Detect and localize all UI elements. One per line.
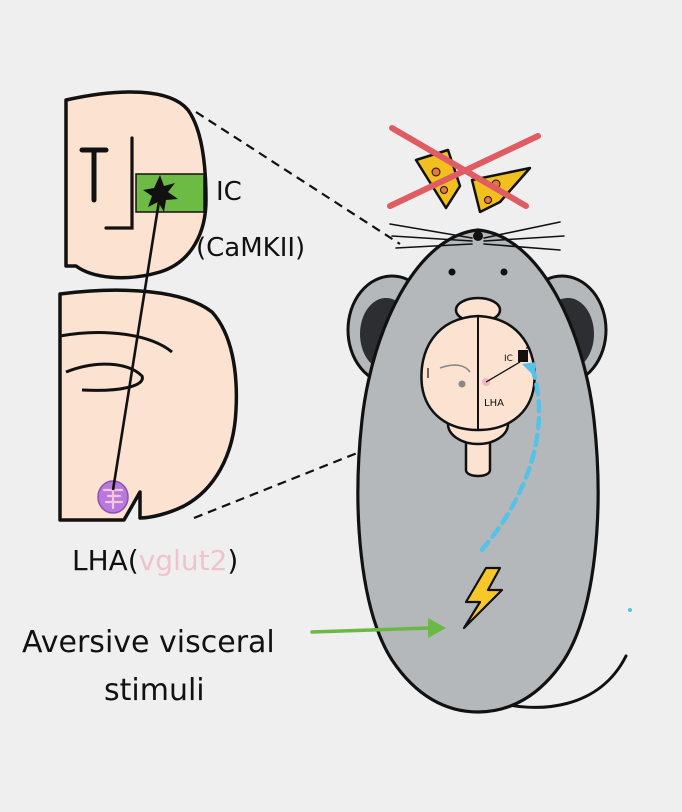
mouse-eye-left (448, 268, 456, 276)
brain-label-ic: IC (504, 354, 513, 364)
lha-brain-section (58, 288, 239, 522)
label-aversive-line1: Aversive visceral (22, 625, 275, 660)
ventricle-mark (79, 147, 109, 203)
lha-inner-curve-2 (65, 362, 144, 392)
cyan-dot (628, 608, 632, 612)
mouse-eye-right (500, 268, 508, 276)
zoom-line-ic (195, 111, 401, 245)
cross-mark (387, 125, 541, 209)
ic-region-green (135, 173, 205, 213)
cheese-crossed-icon (387, 125, 541, 214)
mouse-illustration: IC LHA (346, 221, 628, 714)
mouse-whiskers (389, 221, 565, 251)
neuron-star-icon (143, 175, 178, 212)
label-camkii: (CaMKII) (196, 233, 305, 263)
label-lha-suffix: ) (227, 544, 238, 577)
mouse-nose (473, 231, 483, 241)
lightning-bolt-icon (462, 566, 504, 630)
label-lha-prefix: LHA( (72, 544, 139, 577)
label-lha: LHA(vglut2) (72, 544, 238, 577)
stimulus-arrow (310, 618, 446, 638)
ic-white-matter-line (104, 136, 134, 230)
lha-section-outline (58, 288, 239, 522)
visceral-signal-dashed-path (477, 365, 542, 555)
lha-inner-curve-1 (59, 331, 173, 354)
label-vglut2: vglut2 (139, 544, 228, 577)
cyan-arrowhead (522, 362, 536, 376)
ic-to-lha-projection (111, 194, 162, 491)
ic-brain-section (64, 90, 208, 280)
mouse-brain: IC LHA (420, 296, 536, 478)
label-aversive-line2: stimuli (104, 673, 205, 708)
brain-label-lha: LHA (484, 398, 504, 409)
label-ic: IC (216, 177, 242, 207)
